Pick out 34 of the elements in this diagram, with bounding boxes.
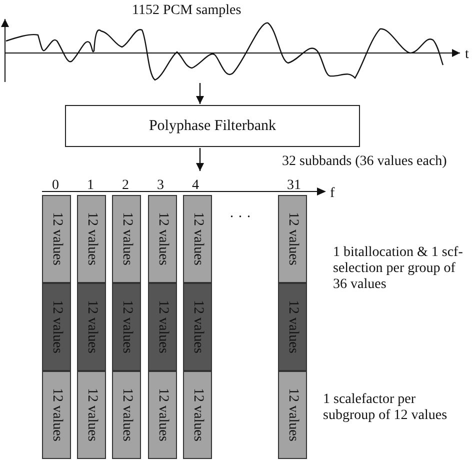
subband-cell: 12 values bbox=[42, 195, 71, 283]
subband-cell: 12 values bbox=[112, 195, 141, 283]
arrow bbox=[196, 148, 204, 171]
subband-cell: 12 values bbox=[77, 371, 106, 459]
note-text: 1 scalefactor per subgroup of 12 values bbox=[323, 392, 448, 424]
subband-cell: 12 values bbox=[77, 195, 106, 283]
band-index: 0 bbox=[52, 178, 59, 194]
arrow bbox=[196, 83, 204, 104]
axis-label: t bbox=[465, 47, 469, 63]
subband-cell: 12 values bbox=[77, 283, 106, 371]
band-index: 3 bbox=[157, 178, 164, 194]
subband-cell: 12 values bbox=[112, 371, 141, 459]
band-index: 1 bbox=[87, 178, 94, 194]
group-heading: 32 subbands (36 values each) bbox=[282, 154, 447, 170]
subband-cell: 12 values bbox=[278, 283, 307, 371]
subband-cell: 12 values bbox=[183, 195, 212, 283]
subband-cell: 12 values bbox=[278, 195, 307, 283]
subband-cell: 12 values bbox=[183, 371, 212, 459]
subband-cell: 12 values bbox=[42, 283, 71, 371]
subband-cell: 12 values bbox=[148, 195, 177, 283]
note-text: 1 bitallocation & 1 scf-selection per group of 36 values bbox=[333, 245, 463, 293]
ellipsis: ... bbox=[230, 206, 256, 222]
axis-label: f bbox=[330, 186, 335, 202]
process-box: Polyphase Filterbank bbox=[65, 105, 360, 147]
subband-cell: 12 values bbox=[278, 371, 307, 459]
signal-title: 1152 PCM samples bbox=[132, 3, 242, 19]
band-index: 2 bbox=[122, 178, 129, 194]
subband-cell: 12 values bbox=[148, 371, 177, 459]
subband-cell: 12 values bbox=[42, 371, 71, 459]
subband-cell: 12 values bbox=[183, 283, 212, 371]
subband-cell: 12 values bbox=[148, 283, 177, 371]
band-index: 4 bbox=[192, 178, 199, 194]
subband-cell: 12 values bbox=[112, 283, 141, 371]
band-index: 31 bbox=[287, 178, 301, 194]
